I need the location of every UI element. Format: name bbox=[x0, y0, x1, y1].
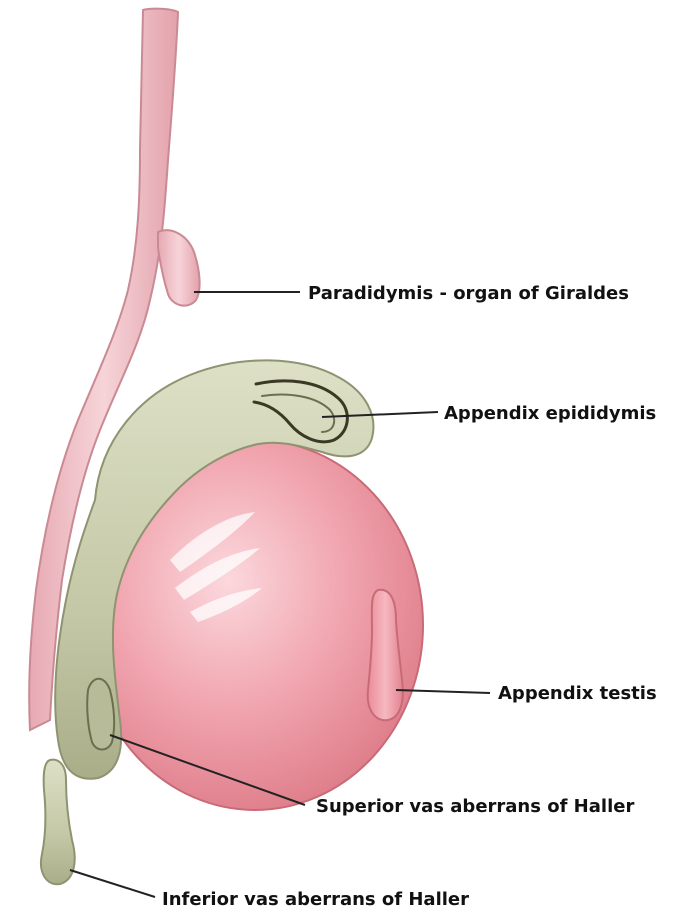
inferior-vas-aberrans-structure bbox=[41, 760, 75, 885]
label-paradidymis: Paradidymis - organ of Giraldes bbox=[308, 283, 629, 304]
label-appendix-testis: Appendix testis bbox=[498, 683, 657, 704]
paradidymis-structure bbox=[158, 230, 200, 305]
label-superior-vas: Superior vas aberrans of Haller bbox=[316, 796, 634, 817]
label-inferior-vas: Inferior vas aberrans of Haller bbox=[162, 889, 469, 910]
label-appendix-epididymis: Appendix epididymis bbox=[444, 403, 656, 424]
superior-vas-aberrans-structure bbox=[87, 679, 114, 750]
leader-line-inferior-vas bbox=[70, 870, 155, 897]
